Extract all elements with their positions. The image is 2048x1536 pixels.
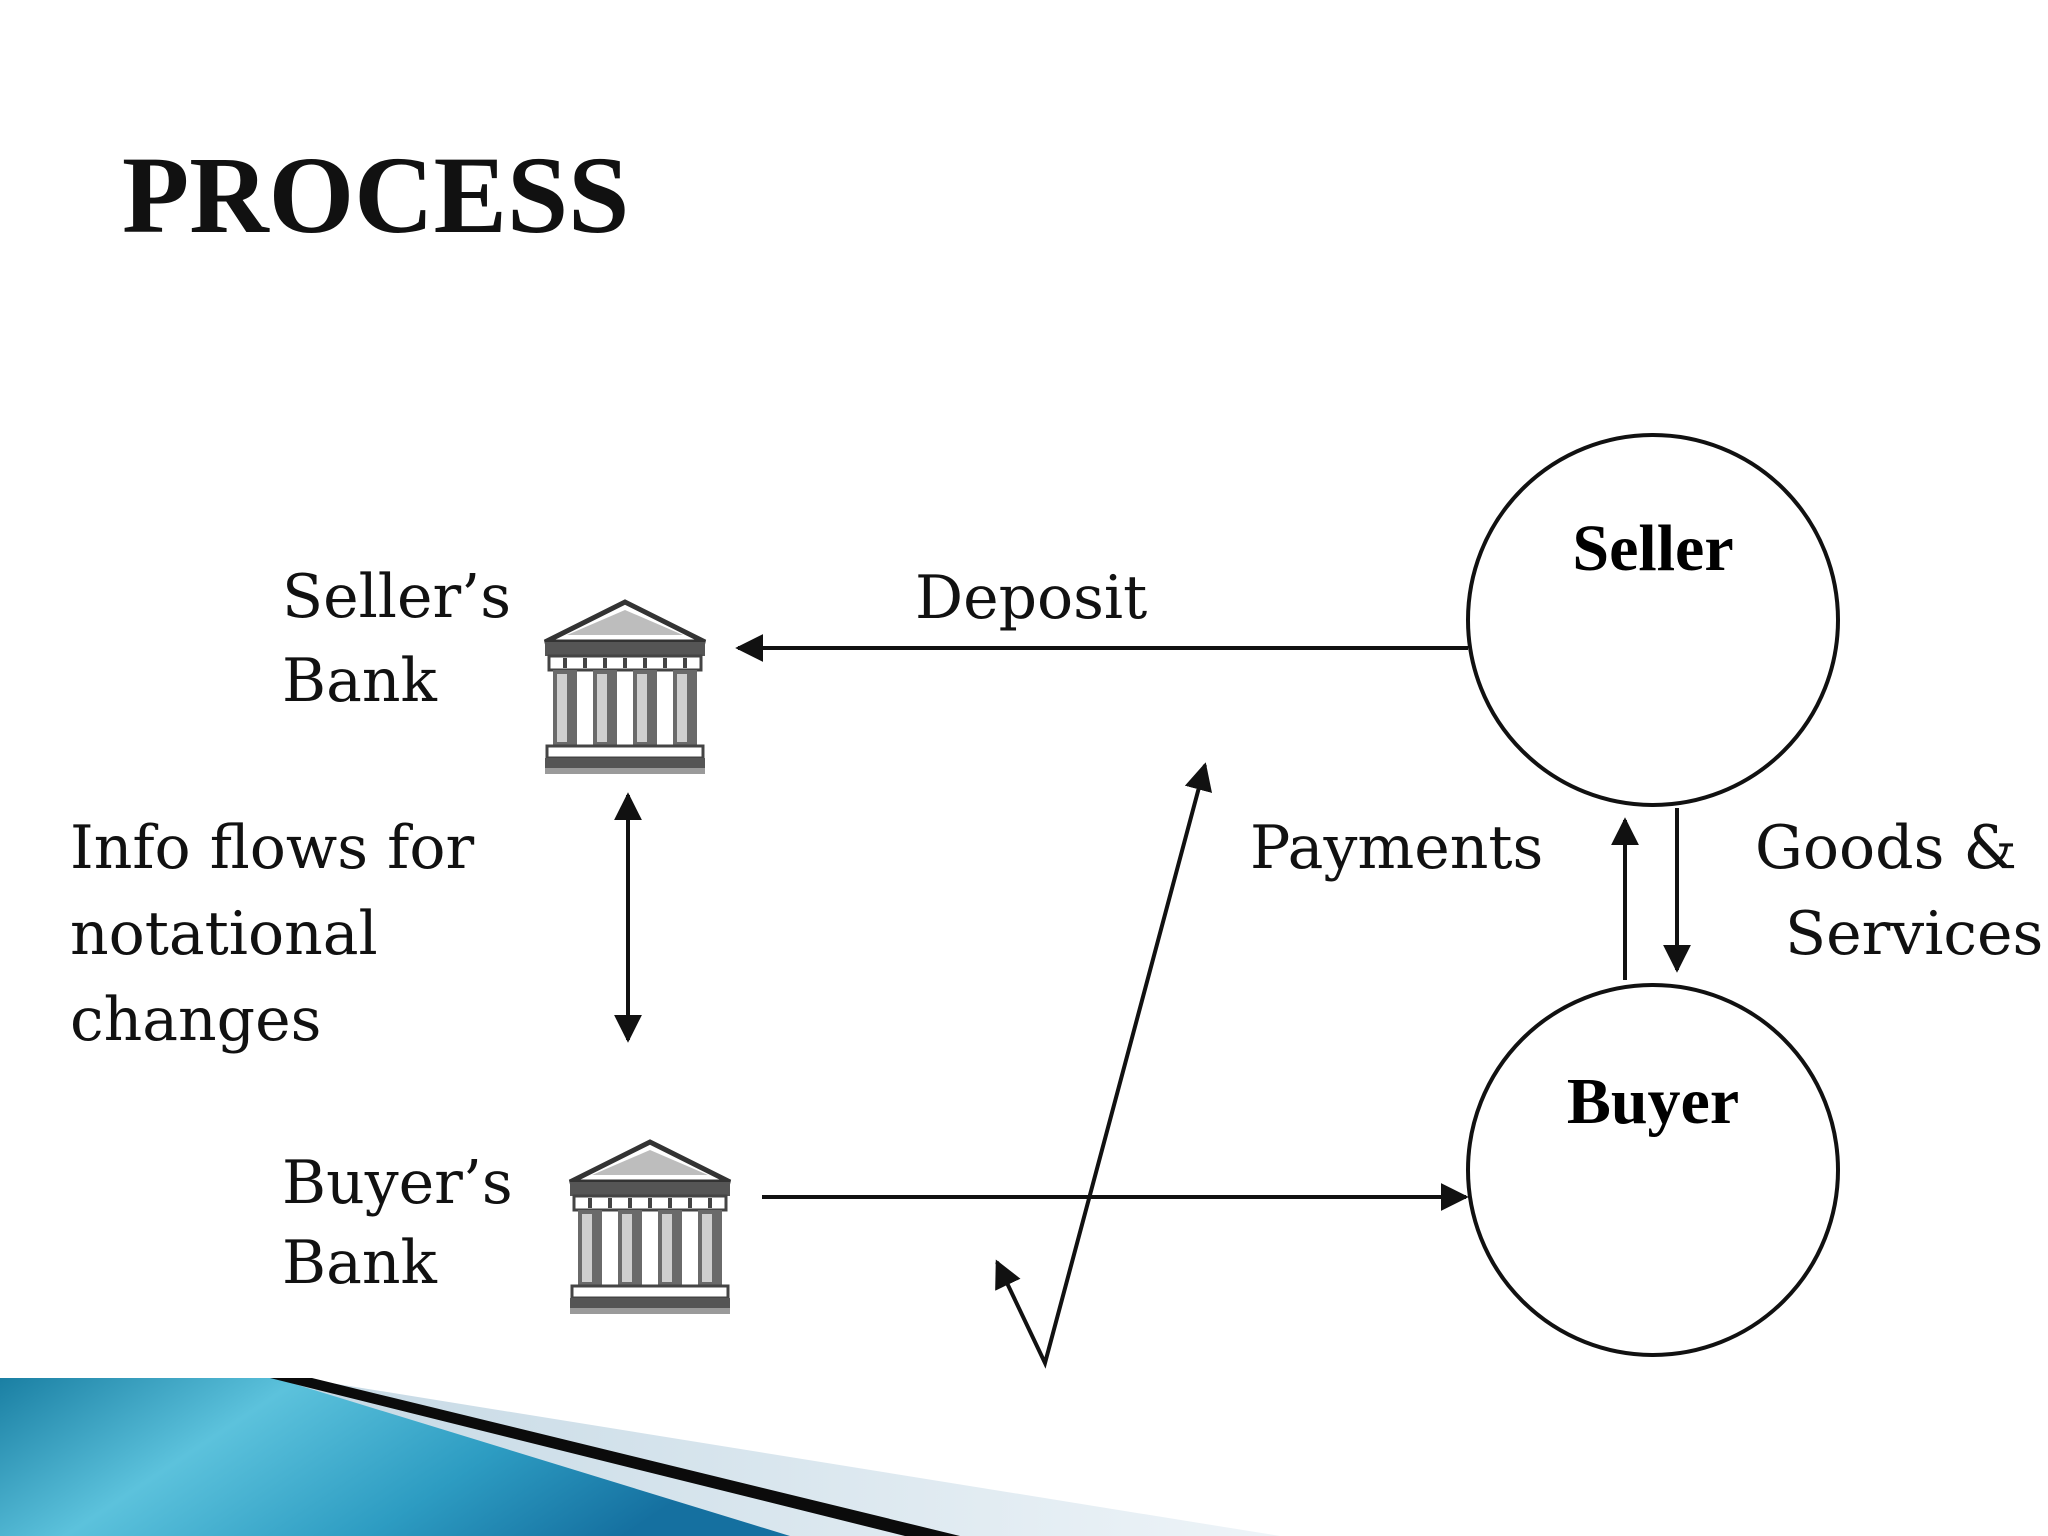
buyers-bank-icon	[570, 1142, 730, 1314]
banner-blue-band	[0, 1378, 790, 1536]
goods-services-label: Goods & Services	[1755, 813, 2043, 969]
sellers-bank-label: Seller’s Bank	[282, 562, 530, 716]
sellers-bank-label-line1: Seller’s	[282, 562, 511, 632]
info-flows-line1: Info flows for	[70, 813, 474, 883]
info-flows-line2: notational	[70, 899, 378, 969]
bottom-banner	[0, 1378, 1280, 1536]
info-flows-line3: changes	[70, 985, 321, 1055]
goods-services-line1: Goods &	[1755, 813, 2017, 883]
deposit-label: Deposit	[915, 563, 1147, 633]
buyer-node	[1466, 983, 1840, 1357]
sellers-bank-icon	[545, 602, 705, 774]
goods-services-line2: Services	[1785, 899, 2043, 969]
payments-arrow	[995, 762, 1213, 1369]
buyer-label: Buyer	[1567, 1065, 1739, 1138]
seller-node	[1466, 433, 1840, 807]
banner-grey-stripe	[260, 1378, 1280, 1536]
banner-black-stripe	[270, 1378, 960, 1536]
seller-label: Seller	[1572, 512, 1733, 585]
buyers-bank-label-line1: Buyer’s	[282, 1148, 513, 1218]
sellers-bank-label-line2: Bank	[282, 646, 438, 716]
buyers-bank-label-line2: Bank	[282, 1228, 438, 1298]
payments-label: Payments	[1250, 813, 1543, 883]
buyers-bank-label: Buyer’s Bank	[282, 1148, 532, 1298]
slide-title: PROCESS	[122, 134, 629, 256]
info-flows-label: Info flows for notational changes	[70, 813, 493, 1055]
